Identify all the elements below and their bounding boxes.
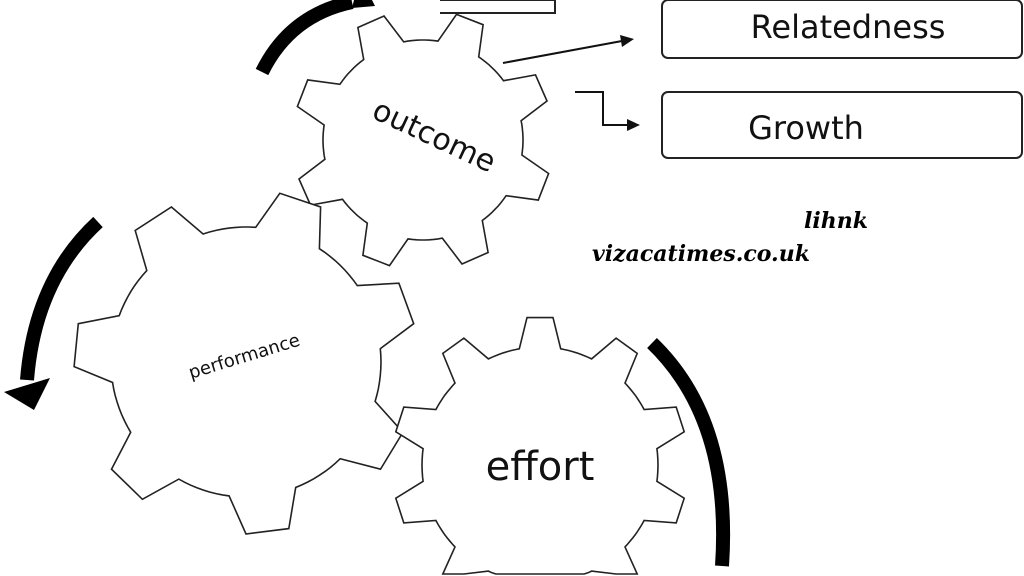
effort-label: effort	[486, 444, 595, 490]
rotation-arrow-right	[647, 337, 731, 567]
watermark-line1: lihnk	[804, 208, 868, 234]
arrowhead-icon	[620, 35, 634, 47]
relatedness-box	[661, 0, 1023, 59]
performance-gear	[73, 192, 415, 535]
top-partial-box	[440, 0, 556, 14]
outcome-gear	[296, 13, 550, 267]
rotation-arrow-left	[20, 216, 103, 381]
arrowhead-icon	[4, 378, 50, 410]
relatedness-label: Relatedness	[751, 8, 946, 46]
growth-box	[661, 91, 1023, 159]
growth-connector	[575, 91, 628, 126]
rotation-arrow-top	[255, 0, 354, 76]
effort-gear	[394, 316, 686, 575]
growth-label: Growth	[748, 109, 864, 147]
watermark-line2: vizacatimes.co.uk	[592, 241, 810, 267]
arrowhead-icon	[627, 119, 640, 131]
arrowhead-icon	[352, 0, 375, 8]
relatedness-connector	[502, 40, 623, 64]
